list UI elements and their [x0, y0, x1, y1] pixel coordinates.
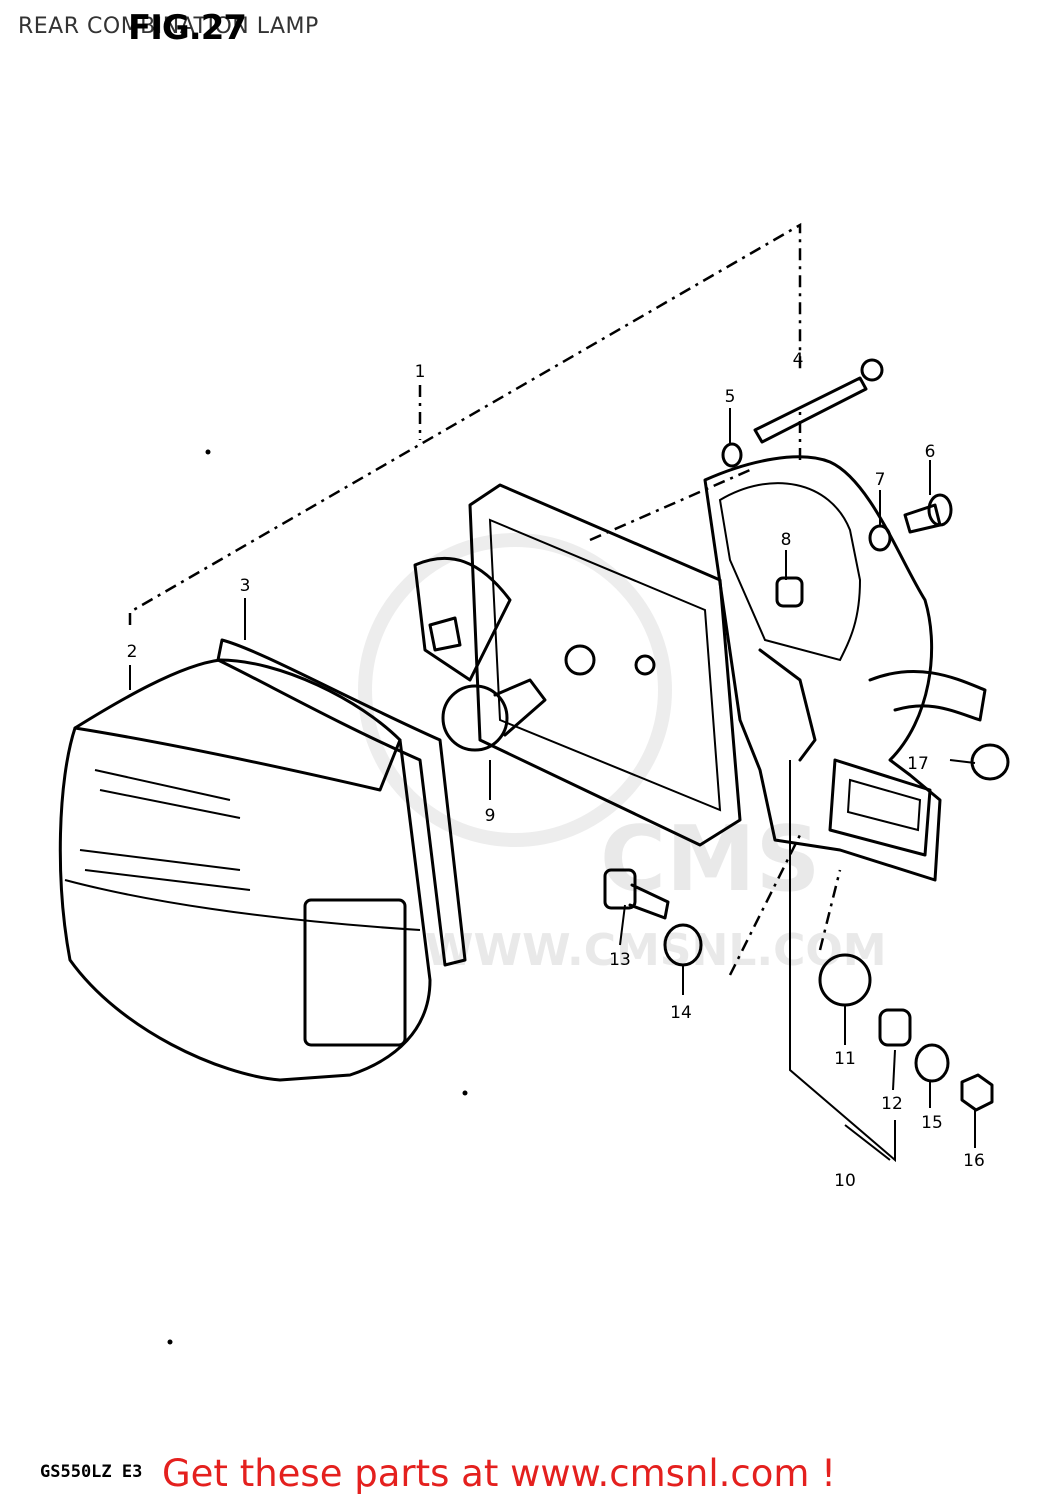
part-number-15: 15 [921, 1113, 943, 1133]
washer-7 [868, 524, 892, 552]
part-numbers: 1 2 3 4 5 6 7 8 9 10 11 12 13 14 15 16 1… [127, 350, 985, 1191]
part-number-17: 17 [907, 754, 929, 774]
watermark-logo-text: CMS [600, 807, 820, 912]
part-number-13: 13 [609, 950, 631, 970]
part-number-2: 2 [127, 642, 138, 662]
grommet-11 [818, 953, 872, 1007]
part-number-3: 3 [240, 576, 251, 596]
washer-14 [663, 923, 703, 967]
bolt-13 [603, 868, 670, 920]
part-number-16: 16 [963, 1151, 985, 1171]
washer-5 [721, 442, 743, 468]
grommet-17 [970, 743, 1010, 781]
bracket [703, 455, 987, 882]
part-number-7: 7 [875, 470, 886, 490]
part-number-6: 6 [925, 442, 936, 462]
model-code: GS550LZ E3 [40, 1462, 143, 1482]
leader-lines [128, 222, 842, 976]
part-number-10: 10 [834, 1171, 856, 1191]
washer-15 [914, 1043, 950, 1083]
gasket [216, 638, 467, 967]
page-title: REAR COMBINATION LAMP [18, 14, 319, 39]
part-number-12: 12 [881, 1094, 903, 1114]
callout-lines [129, 408, 976, 1163]
lamp-housing [413, 483, 742, 847]
watermark-url-text: WWW.CMSNL.COM [425, 925, 887, 976]
nut-16 [960, 1073, 994, 1112]
bulb [441, 678, 547, 752]
spacer-8 [775, 576, 804, 608]
part-number-11: 11 [834, 1049, 856, 1069]
screw-4 [753, 358, 884, 444]
promo-link[interactable]: Get these parts at www.cmsnl.com ! [162, 1452, 837, 1495]
part-number-4: 4 [793, 350, 804, 370]
part-number-14: 14 [670, 1003, 692, 1023]
watermark: CMS WWW.CMSNL.COM [358, 533, 887, 976]
collar-12 [878, 1008, 912, 1047]
figure-label: FIG.27 [128, 8, 247, 48]
part-number-5: 5 [725, 387, 736, 407]
part-number-1: 1 [415, 362, 426, 382]
screw-6 [903, 493, 953, 534]
part-number-9: 9 [485, 806, 496, 826]
part-number-8: 8 [781, 530, 792, 550]
